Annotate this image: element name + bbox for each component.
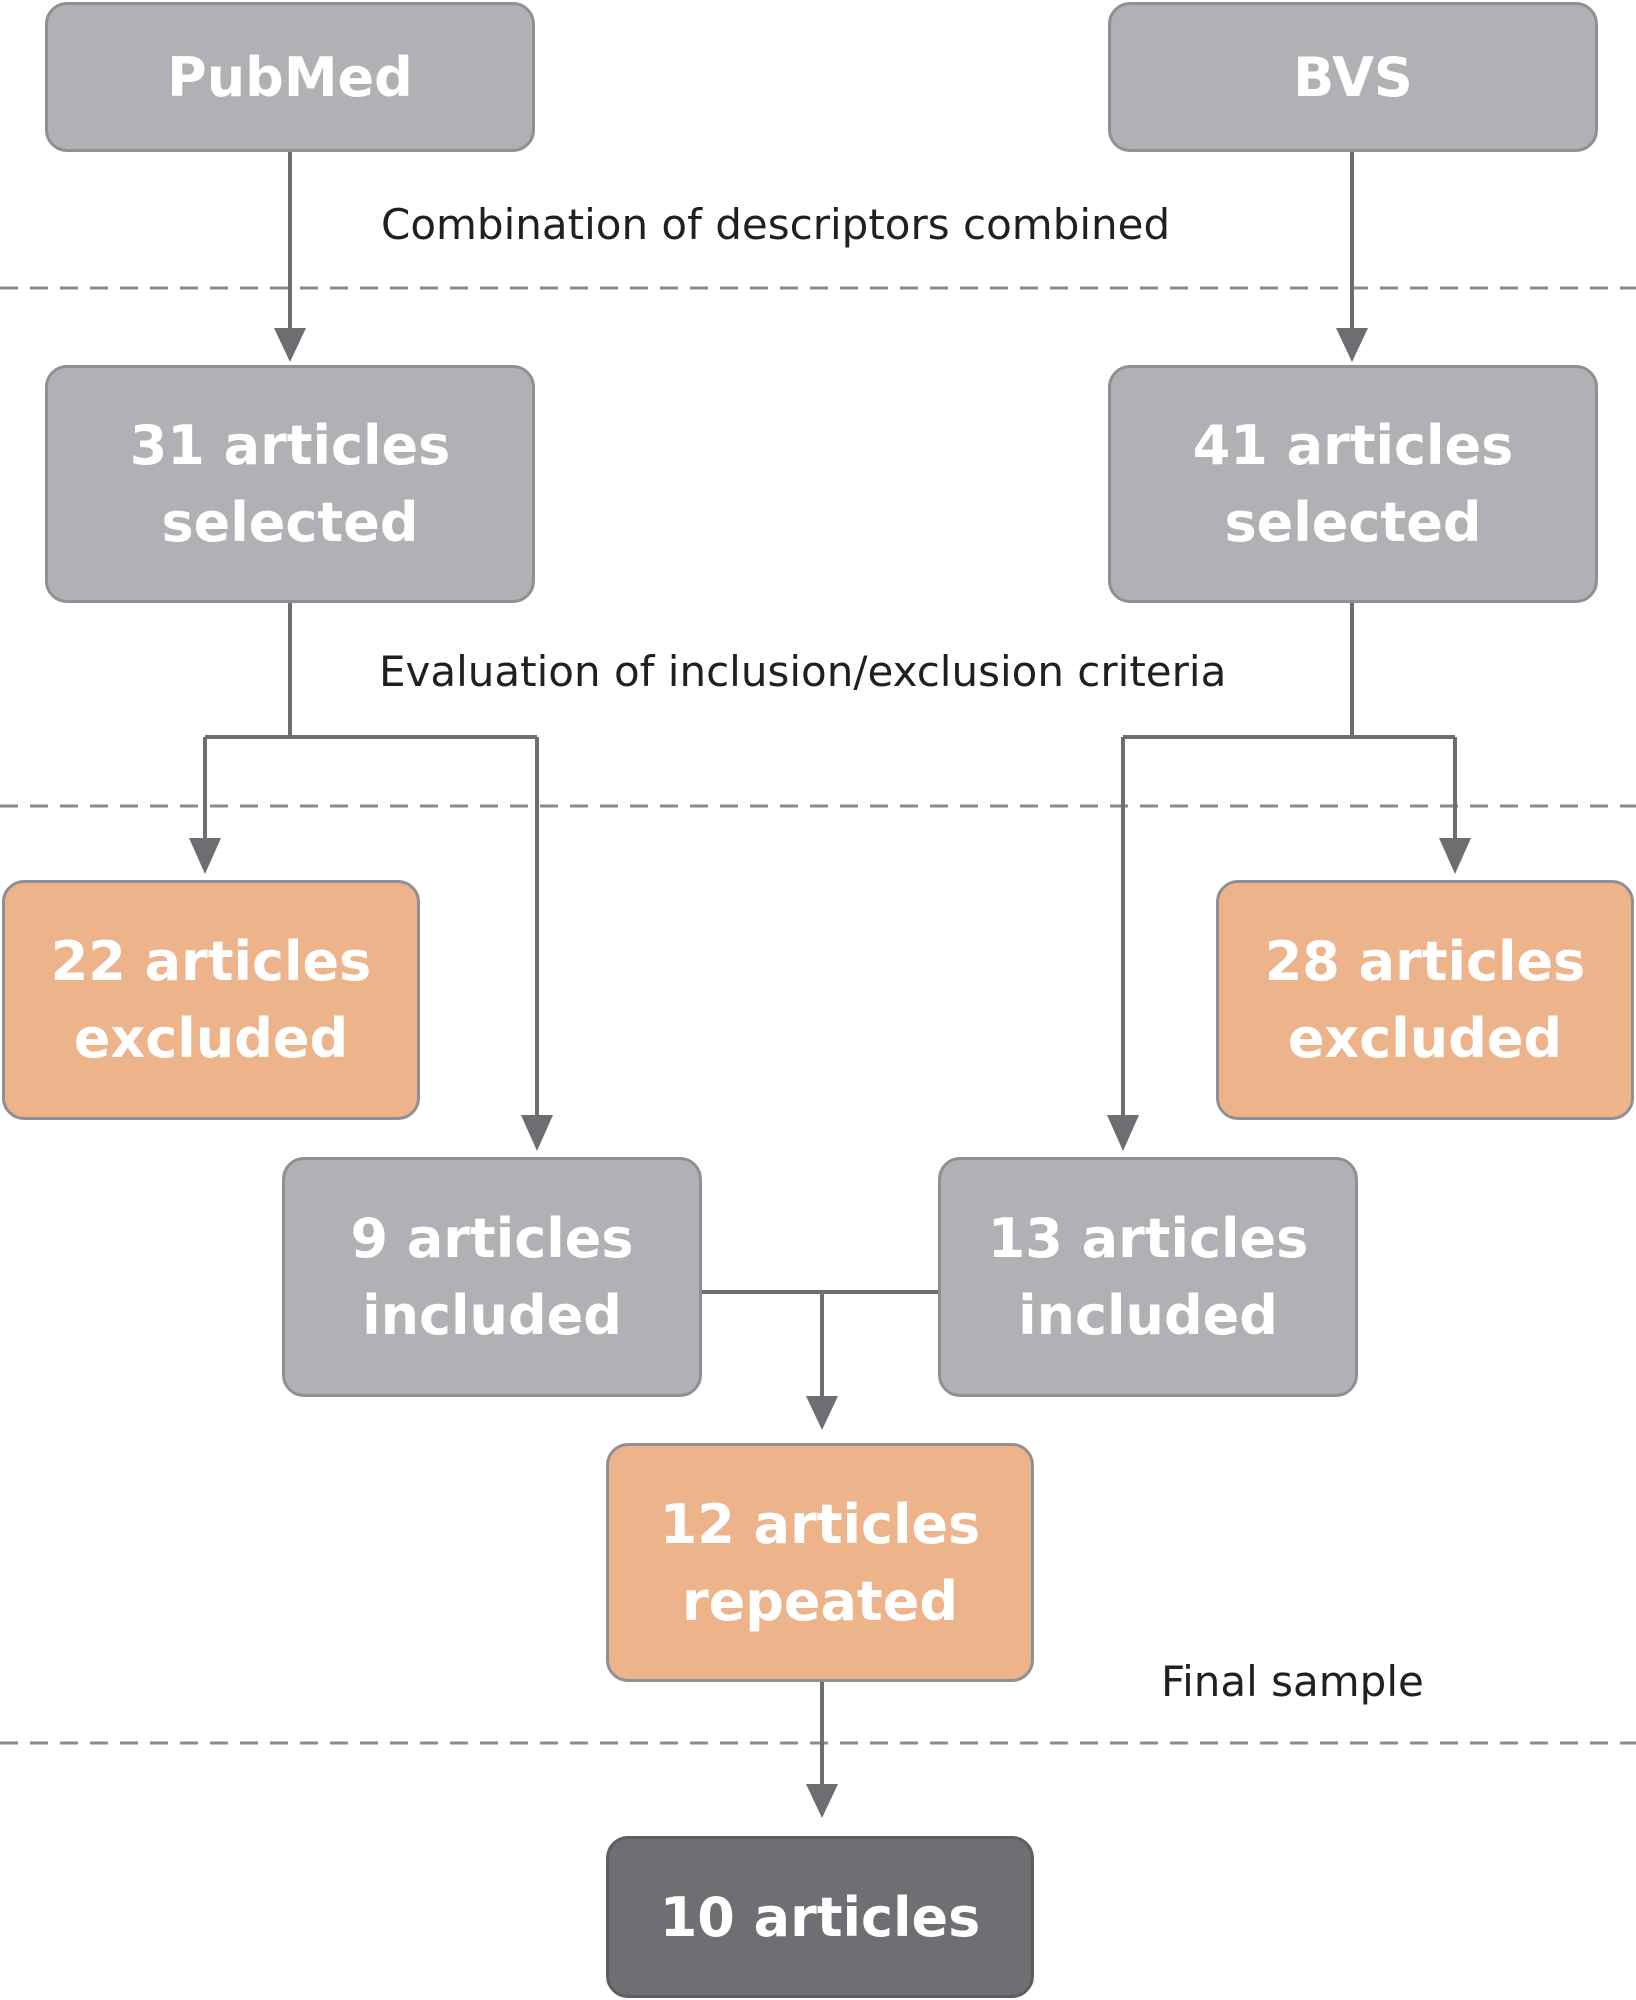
excluded-box-pubmed: 22 articles excluded xyxy=(2,880,420,1120)
arrowhead xyxy=(1107,1115,1139,1151)
selected-box-pubmed: 31 articles selected xyxy=(45,365,535,603)
included-box-pubmed: 9 articles included xyxy=(282,1157,702,1397)
arrowhead xyxy=(189,838,221,874)
arrowhead xyxy=(806,1396,838,1430)
repeated-box: 12 articles repeated xyxy=(606,1443,1034,1682)
connector-lines xyxy=(189,152,1471,1818)
stage-label-search: Combination of descriptors combined xyxy=(381,200,1171,249)
arrowhead xyxy=(806,1784,838,1818)
excluded-box-bvs: 28 articles excluded xyxy=(1216,880,1634,1120)
arrowhead xyxy=(274,328,306,362)
final-sample-box: 10 articles xyxy=(606,1836,1034,1998)
source-box-bvs: BVS xyxy=(1108,2,1598,152)
stage-label-final: Final sample xyxy=(1161,1657,1424,1706)
stage-separators xyxy=(0,286,1636,1745)
included-box-bvs: 13 articles included xyxy=(938,1157,1358,1397)
arrowhead xyxy=(1336,328,1368,362)
stage-label-screening: Evaluation of inclusion/exclusion criter… xyxy=(379,647,1227,696)
arrowhead xyxy=(521,1115,553,1151)
source-box-pubmed: PubMed xyxy=(45,2,535,152)
arrowhead xyxy=(1439,838,1471,874)
selected-box-bvs: 41 articles selected xyxy=(1108,365,1598,603)
